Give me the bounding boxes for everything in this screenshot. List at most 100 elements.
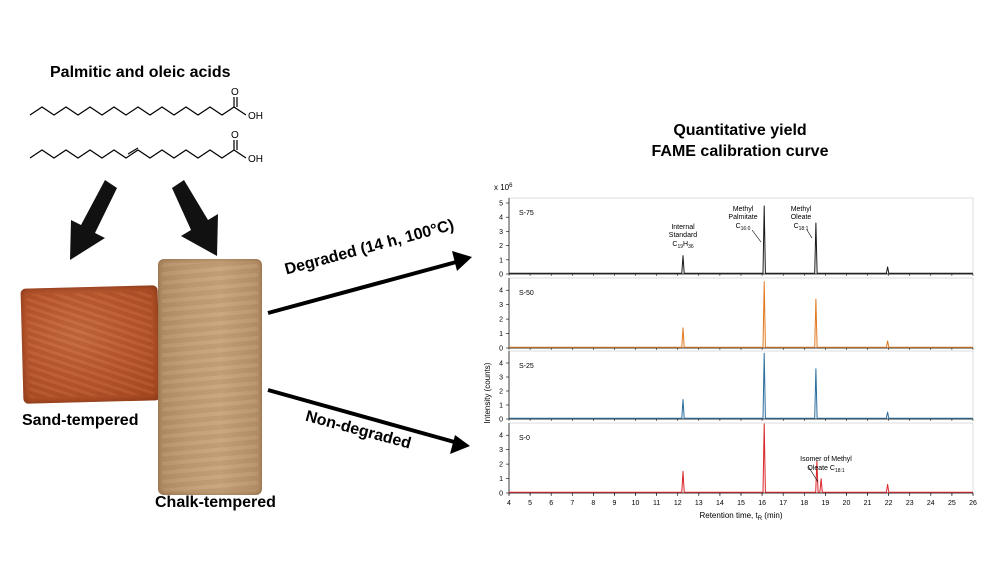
x-tick-label: 17 bbox=[779, 500, 787, 507]
y-tick-label: 2 bbox=[499, 462, 503, 469]
annot-oleate-pointer bbox=[806, 229, 813, 239]
x-tick-label: 24 bbox=[927, 500, 935, 507]
annot-palmitate-pointer bbox=[751, 229, 762, 243]
peak-point bbox=[763, 205, 765, 207]
right-down-arrow-icon bbox=[172, 180, 218, 256]
y-tick-label: 2 bbox=[499, 317, 503, 324]
x-tick-label: 6 bbox=[549, 500, 553, 507]
down-arrows bbox=[70, 180, 218, 260]
peak-point bbox=[816, 460, 818, 462]
peak-point bbox=[682, 255, 684, 256]
chromatogram-chart: x 106 Intensity (counts) Retention time,… bbox=[483, 183, 977, 522]
peak-point bbox=[887, 266, 888, 268]
peak-point bbox=[763, 352, 765, 354]
x-tick-label: 4 bbox=[507, 500, 511, 507]
palmitic-acid-chain bbox=[29, 106, 235, 116]
y-tick-label: 3 bbox=[499, 375, 503, 382]
panel-frame bbox=[508, 277, 974, 349]
series-label-s-75: S-75 bbox=[519, 210, 534, 217]
oleic-oh-label: OH bbox=[248, 154, 263, 165]
sand-tempered-label: Sand-tempered bbox=[22, 412, 139, 429]
x-tick-label: 23 bbox=[906, 500, 914, 507]
oleic-o-label: O bbox=[231, 130, 239, 141]
y-tick-label: 4 bbox=[499, 288, 503, 295]
x-tick-label: 10 bbox=[632, 500, 640, 507]
peak-point bbox=[682, 399, 684, 400]
annot-internal-formula: C19H36 bbox=[672, 241, 693, 250]
x-axis-label: Retention time, tR (min) bbox=[699, 511, 782, 522]
y-tick-label: 3 bbox=[499, 229, 503, 236]
y-tick-label: 1 bbox=[499, 257, 503, 264]
nondegraded-arrowhead-icon bbox=[450, 435, 470, 454]
y-tick-label: 0 bbox=[499, 272, 503, 279]
trace-s-25 bbox=[509, 353, 973, 419]
annot-isomer-line1: Isomer of Methyl bbox=[800, 456, 852, 463]
y-tick-label: 3 bbox=[499, 447, 503, 454]
x-tick-label: 18 bbox=[800, 500, 808, 507]
annot-internal-line1: Internal bbox=[671, 224, 695, 231]
x-tick-label: 9 bbox=[613, 500, 617, 507]
annot-palmitate-line1: Methyl bbox=[733, 206, 754, 213]
peak-point bbox=[815, 298, 817, 300]
y-axis-label: Intensity (counts) bbox=[483, 362, 492, 423]
x-tick-label: 19 bbox=[821, 500, 829, 507]
y-tick-label: 5 bbox=[499, 201, 503, 208]
peak-point bbox=[763, 423, 765, 425]
series-label-s-25: S-25 bbox=[519, 363, 534, 370]
chalk-tempered-label: Chalk-tempered bbox=[155, 494, 276, 511]
panel-frame bbox=[508, 350, 974, 420]
palmitic-oh-label: OH bbox=[248, 111, 263, 122]
y-tick-label: 0 bbox=[499, 417, 503, 424]
trace-s-50 bbox=[509, 281, 973, 348]
y-tick-label: 2 bbox=[499, 243, 503, 250]
degraded-arrowhead-icon bbox=[452, 251, 472, 271]
peak-point bbox=[815, 222, 817, 224]
x-tick-label: 12 bbox=[674, 500, 682, 507]
y-tick-label: 0 bbox=[499, 491, 503, 498]
y-tick-label: 1 bbox=[499, 476, 503, 483]
x-tick-label: 21 bbox=[864, 500, 872, 507]
left-down-arrow-icon bbox=[70, 180, 117, 260]
chart-title-line2: FAME calibration curve bbox=[651, 143, 829, 160]
y-tick-label: 4 bbox=[499, 215, 503, 222]
chart-title-line1: Quantitative yield bbox=[673, 122, 807, 139]
annot-isomer-line2: Oleate C18:1 bbox=[807, 465, 845, 474]
oleic-acid-chain bbox=[29, 149, 235, 159]
chalk-tempered-brick bbox=[158, 259, 262, 495]
y-tick-label: 4 bbox=[499, 361, 503, 368]
y-tick-label: 1 bbox=[499, 403, 503, 410]
y-multiplier-label: x 106 bbox=[494, 183, 513, 192]
peak-point bbox=[763, 281, 765, 282]
x-tick-label: 7 bbox=[570, 500, 574, 507]
x-tick-label: 14 bbox=[716, 500, 724, 507]
chart-title: Quantitative yield FAME calibration curv… bbox=[610, 120, 870, 162]
annot-oleate-formula: C18:1 bbox=[794, 223, 809, 232]
panel-frame bbox=[508, 422, 974, 494]
x-tick-label: 11 bbox=[653, 500, 660, 507]
y-tick-label: 2 bbox=[499, 389, 503, 396]
peak-point bbox=[887, 340, 888, 342]
x-tick-label: 16 bbox=[758, 500, 766, 507]
x-tick-label: 26 bbox=[969, 500, 977, 507]
sand-tempered-brick bbox=[20, 285, 161, 404]
fatty-acid-structures: O OH O OH bbox=[29, 87, 263, 165]
annot-oleate-line1: Methyl bbox=[791, 206, 812, 213]
x-tick-label: 5 bbox=[528, 500, 532, 507]
x-tick-label: 15 bbox=[737, 500, 745, 507]
trace-s-75 bbox=[509, 205, 973, 274]
annot-palmitate-formula: C16:0 bbox=[736, 223, 751, 232]
peak-point bbox=[682, 327, 684, 329]
annot-oleate-line2: Oleate bbox=[791, 214, 812, 221]
annot-palmitate-line2: Palmitate bbox=[728, 214, 757, 221]
trace-s-0 bbox=[509, 423, 973, 493]
x-tick-label: 13 bbox=[695, 500, 703, 507]
acids-title: Palmitic and oleic acids bbox=[50, 64, 231, 81]
x-tick-label: 25 bbox=[948, 500, 956, 507]
y-tick-label: 4 bbox=[499, 433, 503, 440]
series-label-s-0: S-0 bbox=[519, 435, 530, 442]
peak-point bbox=[887, 411, 888, 413]
annot-isomer-pointer bbox=[807, 465, 819, 483]
y-tick-label: 0 bbox=[499, 346, 503, 353]
peak-point bbox=[682, 470, 684, 472]
peak-point bbox=[887, 483, 888, 485]
